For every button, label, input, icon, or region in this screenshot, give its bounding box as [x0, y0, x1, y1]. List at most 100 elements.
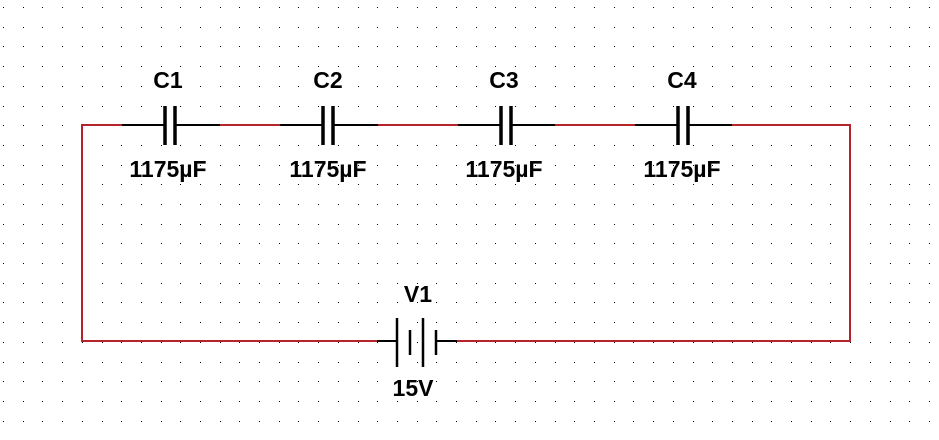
grid-dot [752, 66, 753, 67]
grid-dot [259, 421, 260, 422]
capacitor-c4[interactable]: C4 1175µF [635, 67, 732, 182]
capacitor-c1[interactable]: C1 1175µF [122, 67, 220, 182]
grid-dot [673, 421, 674, 422]
grid-dot [929, 106, 930, 107]
grid-dot [121, 401, 122, 402]
grid-dot [791, 184, 792, 185]
grid-dot [180, 204, 181, 205]
grid-dot [850, 106, 851, 107]
grid-dot [3, 46, 4, 47]
grid-dot [259, 362, 260, 363]
grid-dot [23, 243, 24, 244]
grid-dot [811, 184, 812, 185]
grid-dot [279, 362, 280, 363]
grid-dot [574, 263, 575, 264]
grid-dot [62, 401, 63, 402]
capacitor-ref-label: C1 [153, 67, 183, 93]
grid-dot [594, 243, 595, 244]
capacitor-c2[interactable]: C2 1175µF [280, 67, 378, 182]
grid-dot [870, 165, 871, 166]
grid-dot [220, 243, 221, 244]
grid-dot [200, 362, 201, 363]
grid-dot [870, 421, 871, 422]
grid-dot [42, 322, 43, 323]
grid-dot [594, 342, 595, 343]
grid-dot [535, 302, 536, 303]
grid-dot [614, 7, 615, 8]
grid-dot [791, 27, 792, 28]
grid-dot [161, 401, 162, 402]
grid-dot [929, 7, 930, 8]
wire-right[interactable] [457, 124, 851, 342]
grid-dot [456, 66, 457, 67]
grid-dot [141, 145, 142, 146]
grid-dot [239, 106, 240, 107]
grid-dot [555, 27, 556, 28]
grid-dot [594, 381, 595, 382]
grid-dot [417, 7, 418, 8]
grid-dot [653, 342, 654, 343]
grid-dot [377, 224, 378, 225]
grid-dot [397, 66, 398, 67]
grid-dot [495, 322, 496, 323]
grid-dot [633, 283, 634, 284]
grid-dot [476, 283, 477, 284]
grid-dot [338, 204, 339, 205]
grid-dot [121, 263, 122, 264]
grid-dot [141, 362, 142, 363]
grid-dot [82, 362, 83, 363]
grid-dot [121, 342, 122, 343]
grid-dot [870, 145, 871, 146]
grid-dot [102, 86, 103, 87]
grid-dot [161, 381, 162, 382]
grid-dot [574, 145, 575, 146]
grid-dot [633, 243, 634, 244]
grid-dot [456, 401, 457, 402]
grid-dot [298, 66, 299, 67]
grid-dot [141, 401, 142, 402]
grid-dot [436, 145, 437, 146]
grid-dot [830, 421, 831, 422]
grid-dot [417, 322, 418, 323]
grid-dot [239, 362, 240, 363]
grid-dot [200, 381, 201, 382]
grid-dot [23, 401, 24, 402]
wires [81, 124, 851, 342]
battery-v1[interactable]: V1 15V [377, 281, 457, 401]
grid-dot [811, 302, 812, 303]
grid-dot [239, 66, 240, 67]
capacitor-c3[interactable]: C3 1175µF [458, 67, 555, 182]
grid-dot [220, 7, 221, 8]
grid-dot [752, 145, 753, 146]
grid-dot [200, 66, 201, 67]
grid-dot [811, 342, 812, 343]
grid-dot [555, 381, 556, 382]
grid-dot [712, 184, 713, 185]
grid-dot [673, 283, 674, 284]
grid-dot [358, 381, 359, 382]
grid-dot [771, 145, 772, 146]
grid-dot [23, 322, 24, 323]
wire-left[interactable] [81, 124, 380, 342]
grid-dot [870, 263, 871, 264]
grid-dot [338, 106, 339, 107]
grid-dot [220, 342, 221, 343]
grid-dot [259, 342, 260, 343]
grid-dot [436, 243, 437, 244]
grid-dot [239, 322, 240, 323]
grid-dot [417, 204, 418, 205]
grid-dot [141, 165, 142, 166]
grid-dot [771, 27, 772, 28]
grid-dot [811, 145, 812, 146]
grid-dot [752, 302, 753, 303]
grid-dot [180, 342, 181, 343]
grid-dot [890, 66, 891, 67]
grid-dot [673, 302, 674, 303]
grid-dot [830, 342, 831, 343]
grid-dot [298, 46, 299, 47]
grid-dot [102, 106, 103, 107]
grid-dot [890, 401, 891, 402]
grid-dot [515, 401, 516, 402]
grid-dot [752, 204, 753, 205]
